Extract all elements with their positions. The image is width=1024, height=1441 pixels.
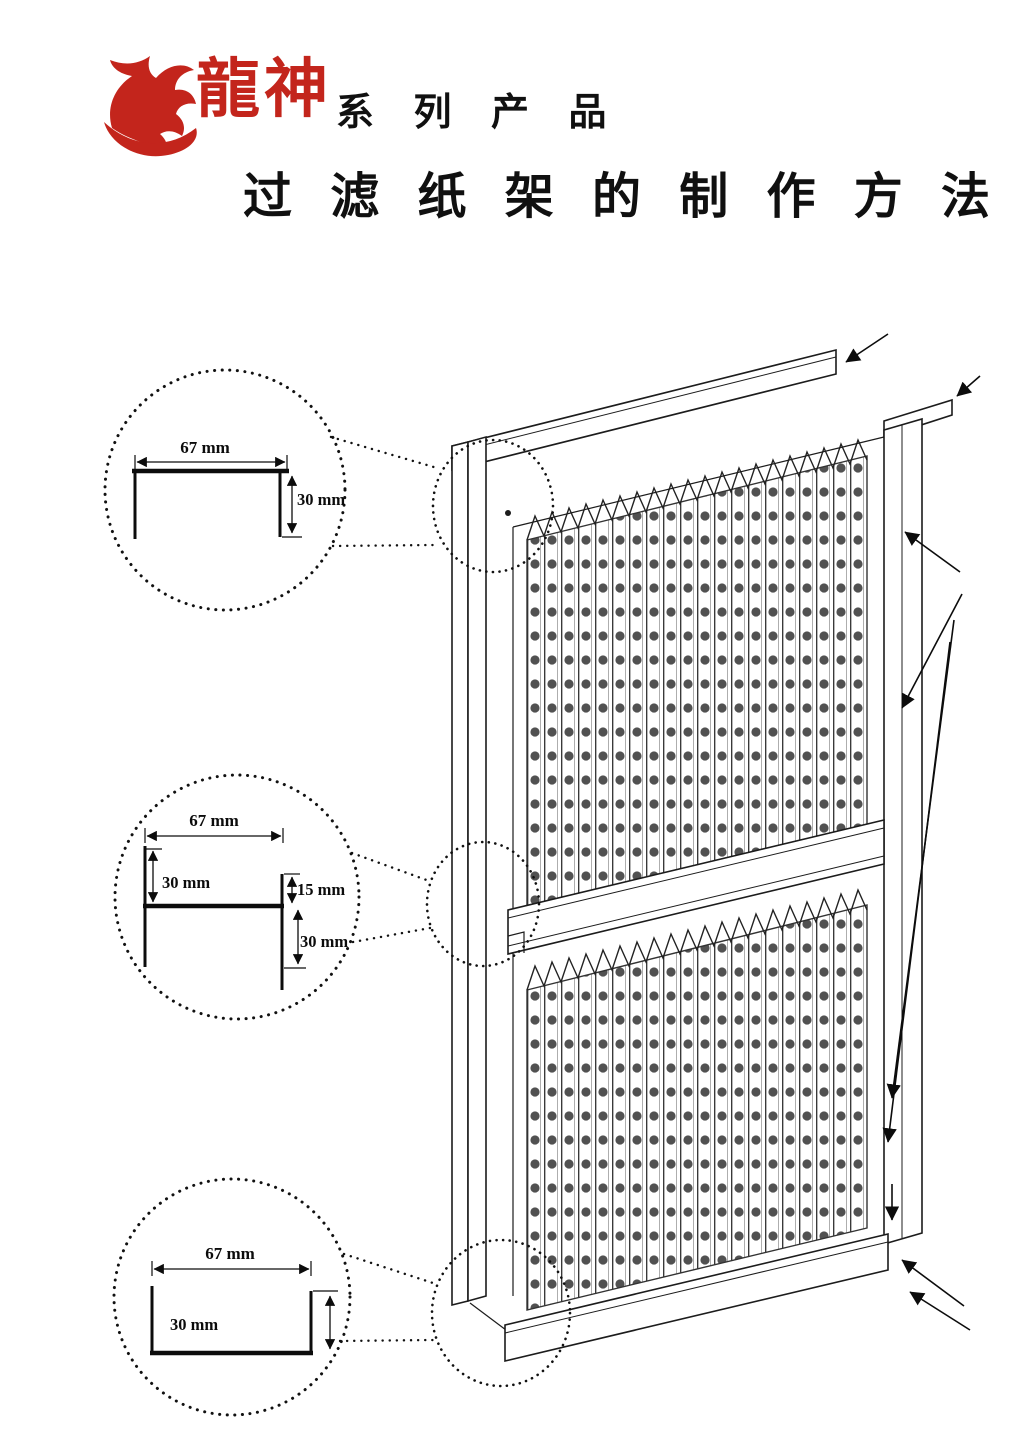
- arrow-bottom-rail-2: [909, 1291, 971, 1331]
- pointer-arrows: [845, 333, 981, 1331]
- left-post-front: [451, 440, 469, 1307]
- bottom-rail-lip: [504, 1241, 889, 1334]
- callout-circle-middle: [113, 773, 361, 1021]
- filter-pleats-lower: [526, 888, 868, 1311]
- bottom-rail: [504, 1232, 889, 1363]
- middle-rail: [507, 818, 885, 956]
- leader-top-a: [329, 435, 439, 470]
- dim-width-top: [134, 455, 288, 470]
- middle-rail-bottom-lip: [507, 855, 885, 947]
- zoom-region-bottom-joint: [430, 1238, 572, 1388]
- callout-circle-bottom: [112, 1177, 352, 1417]
- zoom-region-middle-joint: [425, 840, 541, 968]
- dim-label-bottom-height: 30 mm: [170, 1315, 218, 1334]
- leader-middle-b: [351, 926, 432, 944]
- bottom-left-joint-edge: [469, 1302, 507, 1331]
- top-rail-inner-edge: [451, 356, 837, 454]
- technical-diagram: 67 mm 30 mm 67 mm: [103, 333, 981, 1417]
- dragon-logo-icon: [104, 56, 197, 157]
- dim-label-top-width: 67 mm: [180, 438, 230, 457]
- frame: [451, 348, 953, 1363]
- right-post: [883, 417, 923, 1246]
- pleat-zigzag-top-upper: [526, 438, 868, 541]
- profile-top-channel: [132, 468, 302, 539]
- arrow-bottom-rail-1: [901, 1259, 965, 1307]
- dim-label-middle-flange-top: 30 mm: [162, 873, 210, 892]
- leader-middle-a: [350, 851, 434, 884]
- top-rail: [451, 348, 837, 472]
- page-title: 过 滤 纸 架 的 制 作 方 法: [243, 169, 1004, 224]
- frame-back-top-edge: [512, 436, 885, 528]
- detail-callout-top: 67 mm 30 mm: [103, 368, 347, 612]
- dim-width-bottom: [151, 1261, 312, 1276]
- dim-label-top-height: 30 mm: [297, 490, 345, 509]
- callout-leaders: [329, 435, 439, 1343]
- leader-top-b: [331, 543, 438, 548]
- dim-label-middle-width: 67 mm: [189, 811, 239, 830]
- arrow-right-post-1: [904, 531, 961, 573]
- zoom-region-top-joint: [431, 438, 555, 574]
- brand-series-label: 系 列 产 品: [336, 92, 622, 134]
- zoom-regions: [425, 438, 572, 1388]
- left-post-side: [467, 435, 487, 1303]
- leader-bottom-a: [342, 1252, 438, 1286]
- arrow-top-cap: [956, 375, 981, 397]
- rivet-hole: [505, 510, 511, 516]
- dragon-glyph: [104, 56, 197, 157]
- arrow-top-rail-end: [845, 333, 889, 363]
- filter-pleats-upper: [526, 438, 868, 913]
- leader-bottom-b: [338, 1338, 436, 1343]
- profile-middle-h-section: [143, 846, 306, 990]
- arrow-right-post-4: [882, 641, 951, 1143]
- middle-rail-top-lip: [507, 827, 885, 919]
- dim-label-middle-flange-bottom: 30 mm: [300, 932, 348, 951]
- pleat-body-lower: [526, 904, 868, 1311]
- brand-name: 龍神: [196, 54, 332, 125]
- detail-callout-bottom: 67 mm 30 mm: [112, 1177, 352, 1417]
- detail-callout-middle: 67 mm 30 mm 15 mm 30 mm: [113, 773, 361, 1021]
- callout-circle-top: [103, 368, 347, 612]
- dim-label-bottom-width: 67 mm: [205, 1244, 255, 1263]
- arrow-right-post-2: [901, 593, 963, 709]
- dim-label-middle-lip: 15 mm: [297, 880, 345, 899]
- dim-width-middle: [144, 828, 284, 843]
- pleat-zigzag-top-lower: [526, 888, 868, 991]
- profile-bottom-channel: [150, 1286, 338, 1356]
